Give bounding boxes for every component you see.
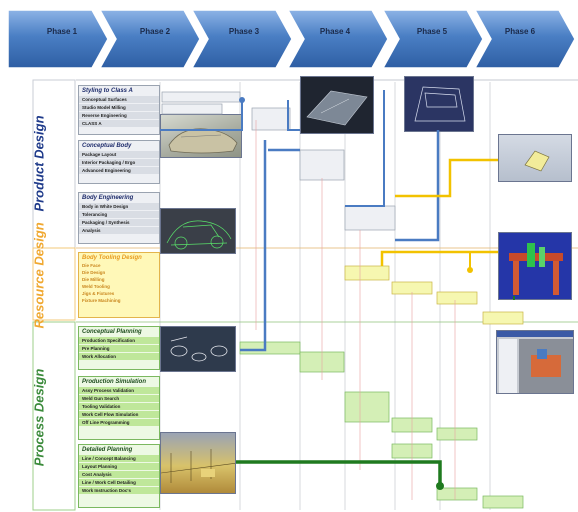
phase-chevron — [381, 9, 484, 69]
gantt-bar-product — [299, 149, 345, 181]
product-box-conceptual-body: Conceptual Body Package Layout Interior … — [78, 140, 160, 184]
process-box-production-simulation: Production Simulation Assy Process Valid… — [78, 376, 160, 440]
thumbnail-clay-model — [160, 114, 242, 158]
phase-chevron — [286, 9, 389, 69]
phase-label-6: Phase 6 — [504, 27, 536, 36]
blue-connector — [160, 100, 243, 131]
box-title: Styling to Class A — [82, 88, 133, 94]
gantt-bar-resource — [482, 311, 524, 325]
phase-chevron — [473, 9, 576, 69]
gantt-bar-process — [239, 341, 301, 355]
box-item: Conceptual Surfaces — [79, 96, 159, 103]
process-box-detailed-planning: Detailed Planning Line / Concept Balanci… — [78, 444, 160, 508]
phase-chevron — [7, 9, 109, 69]
box-item: Work Instruction Doc's — [79, 487, 159, 494]
phase-label-2: Phase 2 — [139, 27, 171, 36]
box-item: Work Cell Flow Simulation — [79, 411, 159, 418]
box-item: Tolerancing — [79, 211, 159, 218]
blue-connector — [345, 90, 385, 207]
box-item: Advanced Engineering — [79, 167, 159, 174]
thumbnail-fixture-part — [498, 134, 572, 182]
thumbnail-robot-cell — [498, 232, 572, 300]
resource-box-body-tooling: Body Tooling Design Die Face Die Design … — [78, 252, 160, 318]
box-item: Pre Planning — [79, 345, 159, 352]
blue-connector — [395, 130, 440, 242]
box-item: Packaging / Synthesis — [79, 219, 159, 226]
box-item: Studio Model Milling — [79, 104, 159, 111]
yellow-connector — [395, 158, 498, 198]
gantt-bar-process — [482, 495, 524, 509]
box-item: Production Specification — [79, 337, 159, 344]
green-connector-node — [436, 482, 444, 490]
box-item: Reverse Engineering — [79, 112, 159, 119]
thumbnail-die-face — [300, 76, 374, 134]
product-box-body-engineering: Body Engineering Body in White Design To… — [78, 192, 160, 244]
gantt-bar-product — [161, 103, 223, 115]
phase-label-3: Phase 3 — [228, 27, 260, 36]
thumbnail-factory-layout — [160, 432, 236, 494]
box-item: Jigs & Fixtures — [82, 291, 115, 296]
box-item: Body in White Design — [79, 203, 159, 210]
product-box-styling: Styling to Class A Conceptual Surfaces S… — [78, 85, 160, 135]
phase-chevron-bar — [7, 9, 576, 69]
box-item: Work Allocation — [79, 353, 159, 360]
phase-label-1: Phase 1 — [46, 27, 78, 36]
box-title: Conceptual Body — [82, 143, 132, 149]
box-title: Detailed Planning — [82, 447, 133, 453]
blue-connector — [240, 140, 267, 352]
blue-connector — [287, 100, 300, 131]
box-item: Off Line Programming — [79, 419, 159, 426]
gantt-bar-process — [344, 391, 390, 423]
box-item: Layout Planning — [79, 463, 159, 470]
thumbnail-door-assembly — [404, 76, 474, 132]
box-item: Tooling Validation — [79, 403, 159, 410]
yellow-connector — [380, 250, 498, 266]
box-item: Die Milling — [82, 277, 105, 282]
box-item: Die Face — [82, 263, 101, 268]
box-item: Analysis — [79, 227, 159, 234]
box-title: Body Engineering — [82, 195, 134, 201]
phase-chevron — [190, 9, 293, 69]
box-item: Fixture Machining — [82, 298, 121, 303]
green-connector — [236, 460, 442, 484]
gantt-bar-resource — [436, 291, 478, 305]
yellow-connector-node — [467, 267, 473, 273]
gantt-bar-resource — [344, 265, 390, 281]
box-item: Weld Tooling — [82, 284, 110, 289]
box-item: Cost Analysis — [79, 471, 159, 478]
gantt-bar-product — [344, 205, 396, 231]
gantt-bar-process — [436, 427, 478, 441]
thumbnail-tooling-parts — [160, 326, 236, 372]
box-item: Interior Packaging / Ergo — [79, 159, 159, 166]
box-title: Production Simulation — [82, 379, 146, 385]
blue-connector-node — [239, 97, 245, 103]
phase-label-5: Phase 5 — [416, 27, 448, 36]
box-item: Line / Work Cell Detailing — [79, 479, 159, 486]
box-item: Line / Concept Balancing — [79, 455, 159, 462]
box-title: Conceptual Planning — [82, 329, 142, 335]
box-item: Package Layout — [79, 151, 159, 158]
phase-label-4: Phase 4 — [319, 27, 351, 36]
process-box-conceptual-planning: Conceptual Planning Production Specifica… — [78, 326, 160, 370]
box-item: Weld Gun Search — [79, 395, 159, 402]
gantt-bar-product — [161, 91, 241, 103]
box-title: Body Tooling Design — [82, 255, 142, 261]
box-item: CLASS A — [79, 120, 159, 127]
gantt-bar-product — [251, 107, 291, 131]
gantt-bar-process — [436, 487, 478, 501]
phase-chevron — [98, 9, 201, 69]
box-item: Assy Process Validation — [79, 387, 159, 394]
thumbnail-body-wireframe — [160, 208, 236, 254]
thumbnail-simulation-ui — [496, 330, 574, 394]
box-item: Die Design — [82, 270, 106, 275]
